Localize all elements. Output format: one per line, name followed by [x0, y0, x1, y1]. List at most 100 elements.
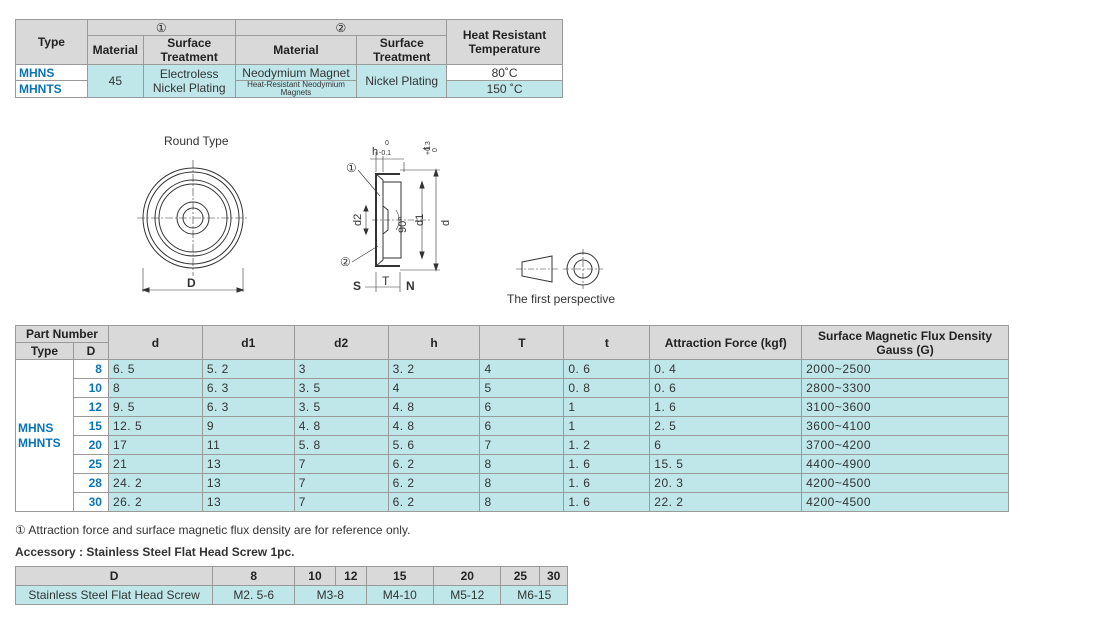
- gauss-value: 4200~4500: [801, 492, 1009, 512]
- h-value: 4. 8: [387, 397, 481, 417]
- d-value: 8: [107, 378, 203, 398]
- surface2-value: Nickel Plating: [356, 64, 448, 98]
- d2-value: 3. 5: [293, 397, 389, 417]
- d1-value: 13: [201, 473, 295, 493]
- attraction-header: Attraction Force (kgf): [649, 325, 803, 360]
- d-value: 24. 2: [107, 473, 203, 493]
- screw-8: M2. 5-6: [212, 585, 296, 605]
- h-value: 4. 8: [387, 416, 481, 436]
- d-value: 6. 5: [107, 359, 203, 379]
- force-value: 15. 5: [649, 454, 803, 474]
- t-value: 0. 6: [563, 359, 651, 379]
- surface1-value: Electroless Nickel Plating: [142, 64, 236, 98]
- gauss-header: Surface Magnetic Flux Density Gauss (G): [801, 325, 1009, 360]
- part-number-header: Part Number: [15, 325, 109, 343]
- dimension-d1-label: d1: [414, 213, 426, 226]
- d1-header-text: d1: [241, 335, 256, 350]
- surface2-header: Surface Treatment: [356, 35, 448, 65]
- t-value: 1. 6: [563, 492, 651, 512]
- size-20: 20: [433, 566, 502, 586]
- t-value: 1. 2: [563, 435, 651, 455]
- type-column-header: Type: [15, 342, 74, 360]
- gauss-value: 4200~4500: [801, 473, 1009, 493]
- d1-value: 13: [201, 492, 295, 512]
- D-value: 28: [72, 473, 109, 493]
- h-value: 6. 2: [387, 454, 481, 474]
- force-value: 0. 4: [649, 359, 803, 379]
- perspective-label: The first perspective: [507, 292, 616, 306]
- angle-label: 90°: [397, 216, 409, 233]
- size-10: 10: [294, 566, 336, 586]
- heat-mhnts: 150 ˚C: [446, 80, 563, 98]
- material2-value: Neodymium Magnet: [234, 64, 358, 81]
- d2-header-text: d2: [334, 335, 349, 350]
- d1-header: d1: [201, 325, 295, 360]
- dimension-d-label: d: [440, 219, 452, 226]
- gauss-value: 4400~4900: [801, 454, 1009, 474]
- d-value: 17: [107, 435, 203, 455]
- accessory-d-header: D: [14, 566, 214, 586]
- d2-value: 3: [293, 359, 389, 379]
- t-tolerance-bottom: 0: [432, 148, 439, 152]
- d2-value: 3. 5: [293, 378, 389, 398]
- D-value: 20: [72, 435, 109, 455]
- h-tolerance-top: 0: [385, 140, 389, 147]
- type-name: MHNTS: [18, 435, 61, 450]
- round-type-label: Round Type: [164, 134, 229, 148]
- type-header: Type: [15, 19, 88, 65]
- d2-value: 7: [293, 454, 389, 474]
- d-value: 12. 5: [107, 416, 203, 436]
- t-header: t: [563, 325, 651, 360]
- s-label: S: [353, 279, 362, 293]
- D-value: 30: [72, 492, 109, 512]
- force-value: 1. 6: [649, 397, 803, 417]
- screw-25-30: M6-15: [500, 585, 568, 605]
- T-value: 5: [479, 378, 565, 398]
- d-header: d: [107, 325, 203, 360]
- gauss-value: 3600~4100: [801, 416, 1009, 436]
- d1-value: 11: [201, 435, 295, 455]
- dimension-D-label: D: [187, 276, 196, 290]
- h-tolerance-bottom: -0.1: [379, 150, 392, 157]
- material-header: Material: [86, 35, 144, 65]
- section-view: [351, 152, 440, 292]
- callout-1: ①: [346, 161, 357, 175]
- gauss-value: 2000~2500: [801, 359, 1009, 379]
- d1-value: 13: [201, 454, 295, 474]
- d2-value: 4. 8: [293, 416, 389, 436]
- surface-header: Surface Treatment: [142, 35, 236, 65]
- force-value: 22. 2: [649, 492, 803, 512]
- n-label: N: [406, 279, 415, 293]
- T-value: 6: [479, 397, 565, 417]
- h-header: h: [387, 325, 481, 360]
- T-header: T: [479, 325, 565, 360]
- dimension-table: Part Number d d1 d2 h T t Attraction For…: [15, 325, 1009, 512]
- gauss-value: 2800~3300: [801, 378, 1009, 398]
- type-mhns: MHNS: [15, 64, 88, 81]
- size-30: 30: [539, 566, 568, 586]
- h-value: 4: [387, 378, 481, 398]
- screw-row-label: Stainless Steel Flat Head Screw: [14, 585, 214, 605]
- t-value: 1. 6: [563, 454, 651, 474]
- force-value: 20. 3: [649, 473, 803, 493]
- D-value: 8: [72, 359, 109, 379]
- t-value: 0. 8: [563, 378, 651, 398]
- D-value: 15: [72, 416, 109, 436]
- dimension-h-label: h: [372, 146, 379, 158]
- t-tolerance-top: +0.3: [425, 141, 432, 155]
- d-value: 26. 2: [107, 492, 203, 512]
- reference-note: ① Attraction force and surface magnetic …: [15, 523, 411, 537]
- screw-20: M5-12: [433, 585, 502, 605]
- gauss-value: 3700~4200: [801, 435, 1009, 455]
- screw-10-12: M3-8: [294, 585, 367, 605]
- type-name: MHNS: [18, 420, 54, 435]
- h-value: 5. 6: [387, 435, 481, 455]
